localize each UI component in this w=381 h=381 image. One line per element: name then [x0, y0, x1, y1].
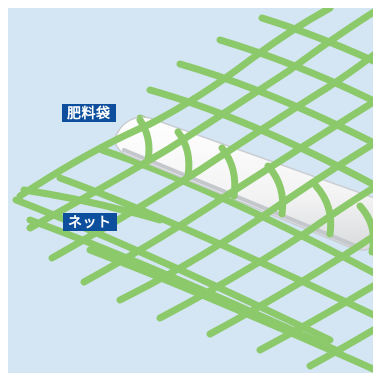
- fertilizer-bag-label: 肥料袋: [62, 104, 116, 122]
- net-front-strands: [16, 8, 373, 373]
- net-label: ネット: [63, 213, 117, 231]
